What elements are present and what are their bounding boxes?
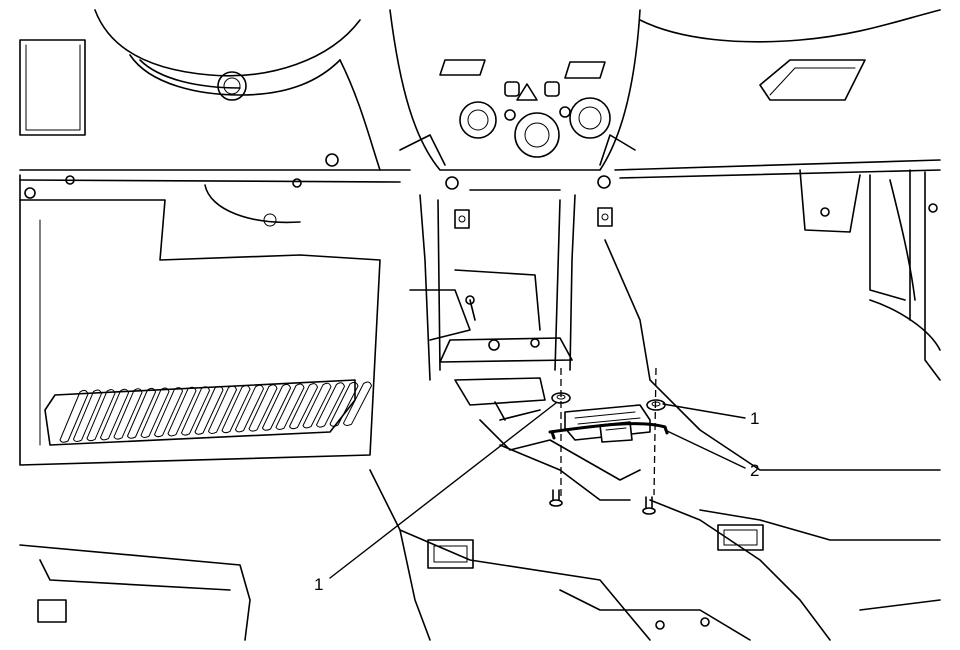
- left-dashboard: [19, 9, 411, 227]
- leader-lines: [329, 402, 746, 579]
- vent-slot: [194, 385, 224, 435]
- vent-slot: [329, 381, 359, 427]
- floor-mat-vent-slots: [59, 381, 372, 443]
- callout-label-fastener-left: 1: [314, 575, 324, 594]
- vent-slot: [235, 384, 264, 433]
- center-stack: [389, 9, 641, 190]
- callout-label-module: 2: [750, 461, 760, 480]
- vent-slot: [275, 383, 305, 430]
- vent-slot: [127, 387, 156, 439]
- vent-slot: [167, 386, 197, 437]
- vent-slot: [248, 384, 278, 432]
- callout-label-fastener-right: 1: [750, 409, 760, 428]
- vent-slot: [262, 383, 291, 431]
- console-frame: [409, 189, 641, 501]
- vent-slot: [154, 387, 183, 438]
- vent-slot: [289, 383, 318, 430]
- vent-slot: [343, 381, 372, 426]
- vent-slot: [316, 382, 345, 428]
- vent-slot: [181, 386, 210, 436]
- right-dashboard: [614, 9, 941, 381]
- vent-slot: [140, 387, 170, 438]
- vent-slot: [100, 388, 129, 441]
- right-floor: [604, 239, 941, 611]
- control-module: [548, 404, 669, 443]
- vent-slot: [113, 388, 143, 440]
- vent-slot: [86, 389, 116, 442]
- vent-slot: [73, 389, 102, 442]
- vent-slot: [302, 382, 332, 429]
- fasteners: [549, 367, 666, 515]
- vent-slot: [59, 389, 89, 443]
- left-floor-mat: [19, 199, 381, 466]
- lower-console: [19, 469, 831, 641]
- vent-slot: [221, 385, 251, 434]
- vent-slot: [208, 385, 237, 434]
